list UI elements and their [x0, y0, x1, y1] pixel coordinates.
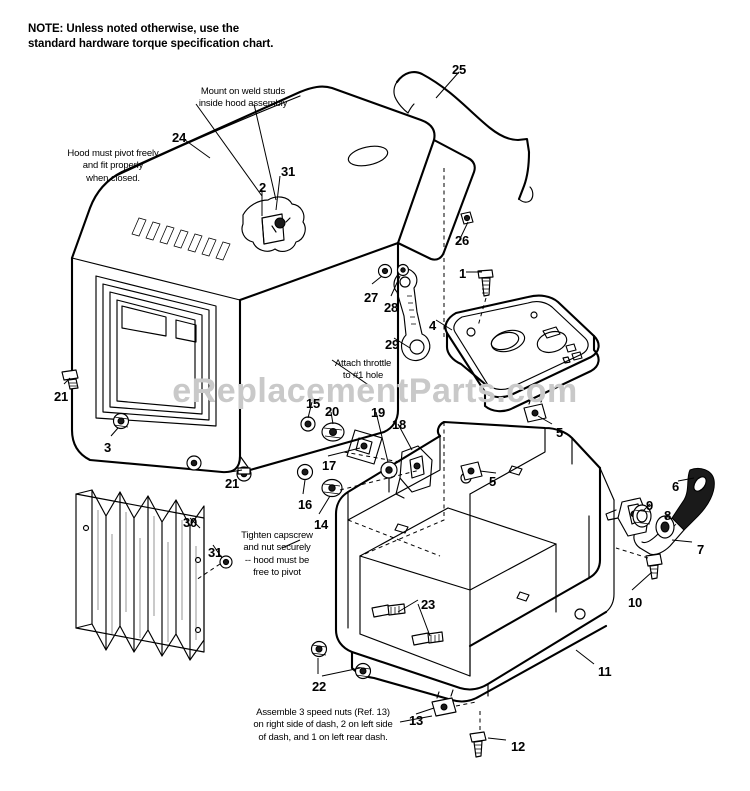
callout-ref-5[interactable]: 5: [556, 425, 564, 440]
callout-ref-23[interactable]: 23: [421, 597, 436, 612]
part-24-hood: [70, 85, 476, 474]
part-16-nut: [296, 463, 314, 481]
callout-ref-29[interactable]: 29: [385, 337, 400, 352]
part-28-washer: [396, 263, 410, 277]
note-block: NOTE: Unless noted otherwise, use the st…: [28, 23, 274, 51]
callout-ref-28[interactable]: 28: [384, 300, 399, 315]
part-2-hinge-bracket: [241, 196, 306, 252]
part-30-grille-screen: [75, 489, 205, 661]
part-21-bolt-left: [61, 369, 79, 390]
callout-ref-31[interactable]: 31: [208, 545, 223, 560]
part-6-lever-knob: [671, 467, 715, 531]
part-5-speed-nut-upper: [523, 395, 547, 423]
part-20-spacer: [321, 422, 345, 442]
part-29-link-rod: [393, 268, 431, 362]
throttle-bracket-cluster: [296, 416, 433, 499]
part-5-speed-nut-lower: [460, 461, 483, 481]
annotation-mount-weld-studs: Mount on weld studs inside hood assembly: [198, 86, 288, 110]
part-8-washer: [655, 515, 675, 539]
callout-ref-13[interactable]: 13: [409, 713, 424, 728]
callout-ref-1[interactable]: 1: [459, 266, 467, 281]
part-21-bolt-lower: [236, 466, 252, 482]
callout-ref-6[interactable]: 6: [672, 479, 680, 494]
callout-ref-22[interactable]: 22: [312, 679, 327, 694]
callout-ref-10[interactable]: 10: [628, 595, 643, 610]
part-25-rod: [393, 71, 534, 203]
callout-ref-11[interactable]: 11: [598, 664, 612, 679]
projection-lines: [347, 422, 471, 640]
callout-ref-20[interactable]: 20: [325, 404, 340, 419]
annotation-tighten-capscrew: Tighten capscrew and nut securely -- hoo…: [241, 530, 313, 579]
part-10-bolt: [615, 547, 663, 580]
callout-ref-18[interactable]: 18: [392, 417, 407, 432]
part-23-screw-b: [411, 631, 444, 646]
part-27-nut: [377, 263, 393, 279]
callout-ref-3[interactable]: 3: [104, 440, 112, 455]
callout-ref-8[interactable]: 8: [664, 508, 672, 523]
part-13-speed-nut: [431, 689, 477, 717]
part-18-bracket: [395, 445, 433, 499]
callout-ref-31[interactable]: 31: [281, 164, 296, 179]
callout-ref-24[interactable]: 24: [172, 130, 187, 145]
callout-ref-27[interactable]: 27: [364, 290, 379, 305]
part-19-stud: [380, 461, 398, 493]
part-23-screw-a: [371, 603, 406, 618]
callout-ref-21[interactable]: 21: [54, 389, 69, 404]
annotation-speed-nuts: Assemble 3 speed nuts (Ref. 13) on right…: [253, 707, 393, 743]
callout-ref-17[interactable]: 17: [322, 458, 337, 473]
callout-ref-26[interactable]: 26: [455, 233, 470, 248]
part-9-washer: [632, 504, 652, 528]
part-12-bolt: [469, 708, 487, 758]
part-3-nut-lower: [186, 455, 202, 471]
part-22-nut-b: [354, 662, 372, 680]
part-31-fastener-grille: [195, 555, 233, 581]
annotation-attach-throttle: Attach throttle to #1 hole: [334, 358, 392, 382]
callout-ref-30[interactable]: 30: [183, 515, 198, 530]
part-3-nut-left: [112, 412, 130, 430]
callout-ref-19[interactable]: 19: [371, 405, 386, 420]
callout-ref-25[interactable]: 25: [452, 62, 467, 77]
annotation-hood-pivot: Hood must pivot freely and fit properly …: [67, 148, 159, 184]
callout-ref-7[interactable]: 7: [697, 542, 705, 557]
callout-ref-4[interactable]: 4: [429, 318, 437, 333]
part-14-washer: [321, 478, 343, 498]
part-17-plate: [346, 429, 383, 465]
leader-lines: [63, 71, 695, 741]
part-1-screw: [477, 269, 494, 327]
callout-ref-9[interactable]: 9: [646, 498, 654, 513]
callout-ref-16[interactable]: 16: [298, 497, 313, 512]
part-15-nut: [300, 416, 316, 432]
callout-ref-14[interactable]: 14: [314, 517, 329, 532]
part-26-clip: [460, 211, 474, 225]
part-4-dash-panel: [444, 294, 600, 413]
callout-ref-2[interactable]: 2: [259, 180, 267, 195]
callout-ref-5[interactable]: 5: [489, 474, 497, 489]
callout-ref-15[interactable]: 15: [306, 396, 321, 411]
part-22-nut-a: [310, 640, 328, 658]
callout-ref-21[interactable]: 21: [225, 476, 240, 491]
callout-ref-12[interactable]: 12: [511, 739, 526, 754]
